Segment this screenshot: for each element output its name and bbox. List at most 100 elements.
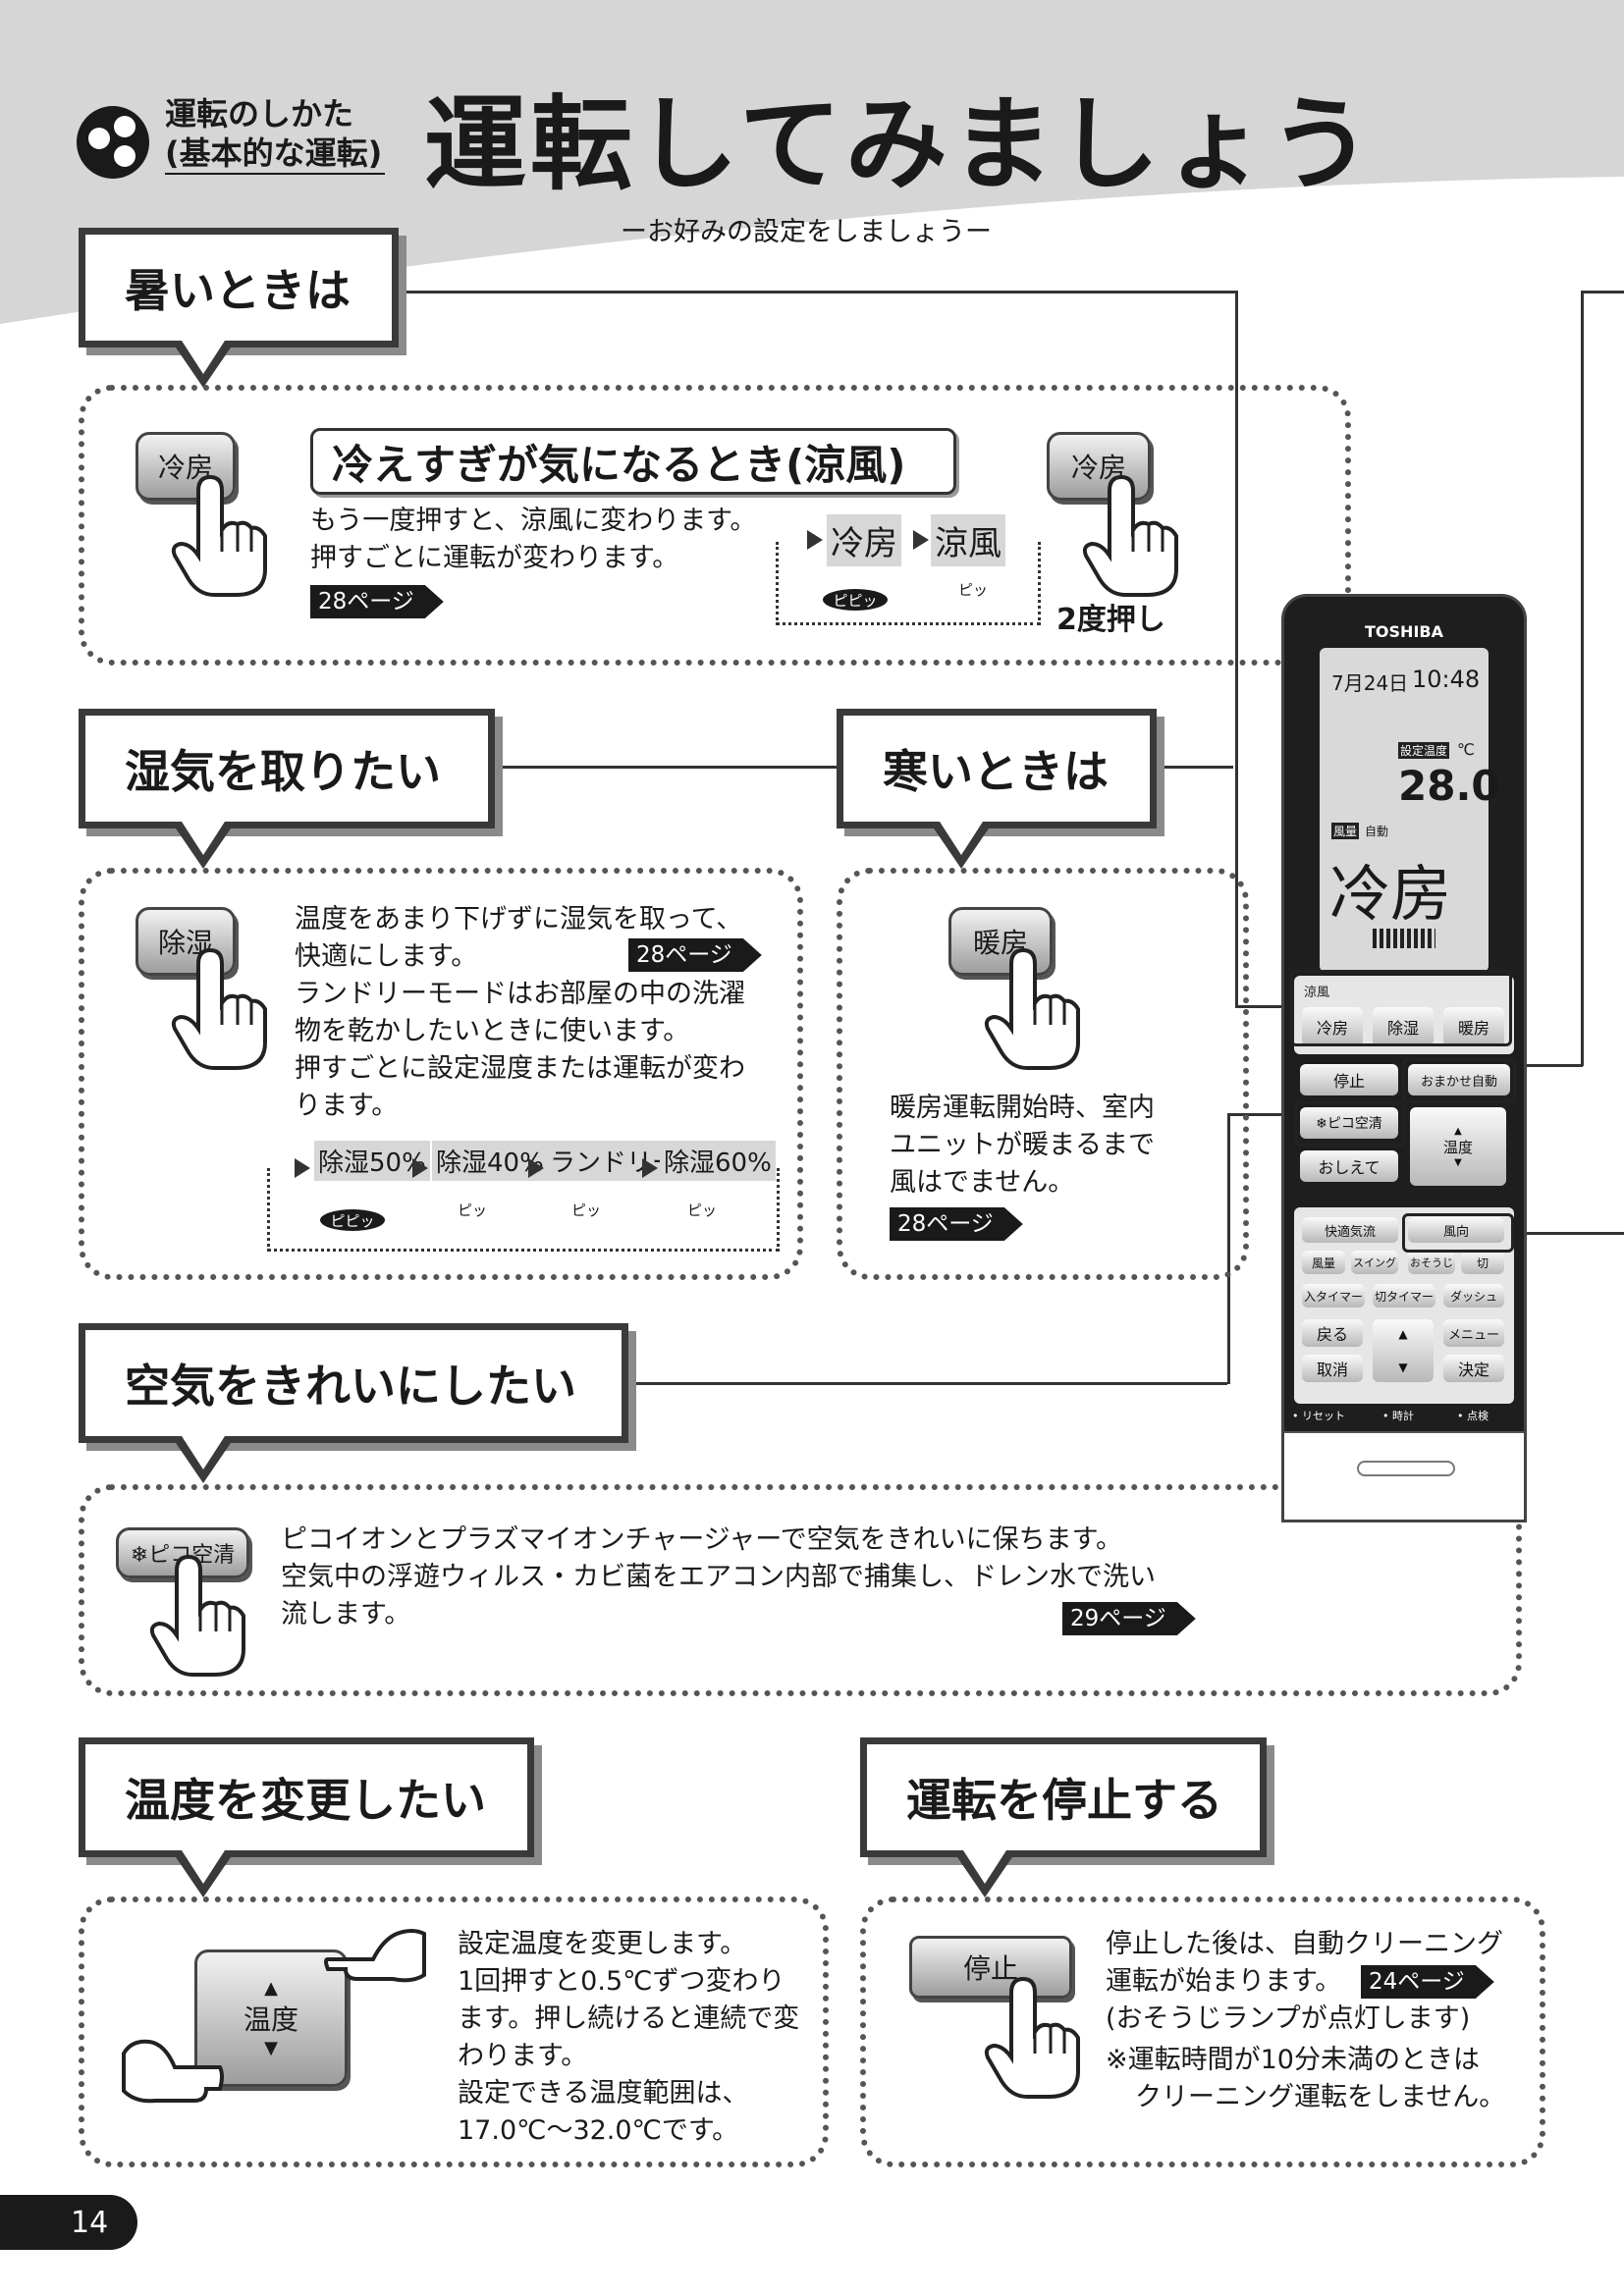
heading-clean-air: 空気をきれいにしたい [79,1323,628,1483]
down-icon: ▼ [264,2038,278,2058]
remote-pico-button[interactable]: ❄ピコ空清 [1300,1107,1398,1139]
remote-osouji-button[interactable]: おそうじ [1408,1251,1455,1274]
panel-cold [837,868,1249,1280]
connector-line [1235,1005,1294,1008]
cool-button[interactable]: 冷房 [135,432,236,501]
cycle-step: 冷房 [827,514,901,566]
connector-line [1227,1113,1298,1116]
connector-line [1581,291,1584,1066]
remote-off-icon-button[interactable]: 切 [1461,1251,1504,1274]
remote-on-timer-button[interactable]: 入タイマー [1302,1284,1365,1308]
heat-desc-3: 風はでません。 [890,1167,1075,1198]
up-icon: ▲ [1454,1125,1462,1137]
remote-omakase-button[interactable]: おまかせ自動 [1408,1064,1510,1095]
group-label: 涼風 [1304,986,1330,1000]
connector-line [1581,291,1624,294]
stop-note-1: ※運転時間が10分未満のときは [1106,2045,1480,2075]
clean-desc-2: 空気中の浮遊ウィルス・カビ菌をエアコン内部で捕集し、ドレン水で洗い [281,1562,1156,1592]
beep: ピッ [571,1201,602,1219]
highlight-pico [1294,1101,1406,1147]
remote-heat-button[interactable]: 暖房 [1443,1007,1504,1046]
dry-desc-6: ります。 [295,1091,399,1121]
pointing-hand-icon [171,474,267,597]
lcd-fan-mode: 自動 [1365,825,1389,838]
remote-check[interactable]: • 点検 [1457,1410,1489,1422]
pointing-hand-icon [984,1976,1080,2099]
remote-lower-body [1284,1431,1524,1520]
lcd-fan-label: 風量 [1331,823,1360,839]
dry-desc-5: 押すごとに設定湿度または運転が変わ [295,1053,745,1084]
cycle-step: ランドリー [546,1141,682,1181]
temp-desc-1: 設定温度を変更します。 [458,1929,747,1959]
lcd-unit: ℃ [1457,740,1475,759]
remote-clock[interactable]: • 時計 [1382,1410,1414,1422]
beep-double: ピピッ [823,589,888,611]
remote-ok-button[interactable]: 決定 [1443,1355,1504,1382]
remote-direction-button[interactable]: 風向 [1408,1217,1504,1243]
panel-hot [79,385,1351,666]
remote-cool-button[interactable]: 冷房 [1302,1007,1363,1046]
remote-menu-button[interactable]: メニュー [1443,1319,1504,1347]
cycle-arrow [295,1158,310,1178]
remote-dash-button[interactable]: ダッシュ [1443,1284,1504,1308]
cycle-frame [267,1168,780,1252]
connector-line [1508,1232,1624,1235]
hot-desc-1: もう一度押すと、涼風に変わります。 [310,506,757,536]
dry-desc-4: 物を乾かしたいときに使います。 [295,1016,690,1046]
temperature-button[interactable]: ▲ 温度 ▼ [194,1949,348,2087]
stop-desc-1: 停止した後は、自動クリーニング [1106,1929,1503,1959]
remote-arrow-button[interactable]: ▲▼ [1373,1319,1434,1382]
connector-line [491,766,842,769]
cycle-step: 涼風 [931,514,1005,566]
heading-dehumidify: 湿気を取りたい [79,709,495,869]
remote-off-timer-button[interactable]: 切タイマー [1373,1284,1435,1308]
header-background [0,0,1624,324]
remote-dry-button[interactable]: 除湿 [1373,1007,1434,1046]
up-icon: ▲ [264,1978,278,1999]
pointing-hand-up-icon [324,1929,426,1983]
feature-title-box [310,428,956,495]
remote-reset[interactable]: • リセット [1292,1410,1345,1422]
lcd-set-temp-label: 設定温度 [1398,742,1450,759]
remote-temp-button[interactable]: ▲ 温度 ▼ [1410,1107,1506,1186]
cycle-arrow [642,1158,658,1178]
connector-line [1159,766,1233,769]
lcd-temp: 28.0 [1398,762,1500,810]
stop-button[interactable]: 停止 [909,1936,1072,1999]
clean-desc-1: ピコイオンとプラズマイオンチャージャーで空気をきれいに保ちます。 [281,1524,1122,1555]
panel-clean-air [79,1484,1522,1696]
remote-cancel-button[interactable]: 取消 [1302,1355,1363,1382]
page-ref: 28ページ [890,1207,1023,1241]
heading-cold: 寒いときは [837,709,1157,869]
pointing-hand-icon [149,1554,245,1677]
press-note: 2度押し [1056,603,1165,637]
cycle-frame [776,542,1041,625]
cycle-step: 除湿50% [314,1141,430,1181]
remote-stop-button[interactable]: 停止 [1300,1064,1398,1095]
beep: ピッ [458,1201,488,1219]
remote-kaiteki-button[interactable]: 快適気流 [1302,1217,1398,1243]
highlight-omakase [1402,1058,1516,1103]
connector-line [1235,291,1238,1007]
stop-desc-3: (おそうじランプが点灯します) [1106,2003,1471,2034]
lcd-time: 10:48 [1412,666,1481,693]
temp-desc-3: ます。押し続けると連続で変 [458,2003,800,2034]
remote-oshiete-button[interactable]: おしえて [1300,1150,1398,1182]
remote-back-button[interactable]: 戻る [1302,1319,1363,1347]
cycle-arrow [913,530,929,550]
highlight-direction [1402,1213,1514,1253]
panel-dehumidify [79,868,803,1280]
lcd-date: 7月24日 [1331,671,1409,695]
page-ref: 28ページ [310,585,444,618]
temp-desc-2: 1回押すと0.5℃ずつ変わり [458,1966,785,1997]
highlight-mode-buttons [1290,970,1512,1046]
heading-temperature: 温度を変更したい [79,1737,534,1897]
pointing-hand-icon [1082,474,1178,597]
temperature-label: 温度 [243,2003,298,2036]
down-icon: ▼ [1454,1156,1462,1168]
dry-desc-3: ランドリーモードはお部屋の中の洗濯 [295,979,745,1009]
remote-swing-button[interactable]: スイング [1351,1251,1398,1274]
panel-temperature [79,1896,829,2167]
remote-fan-button[interactable]: 風量 [1302,1251,1345,1274]
hot-desc-2: 押すごとに運転が変わります。 [310,543,679,573]
